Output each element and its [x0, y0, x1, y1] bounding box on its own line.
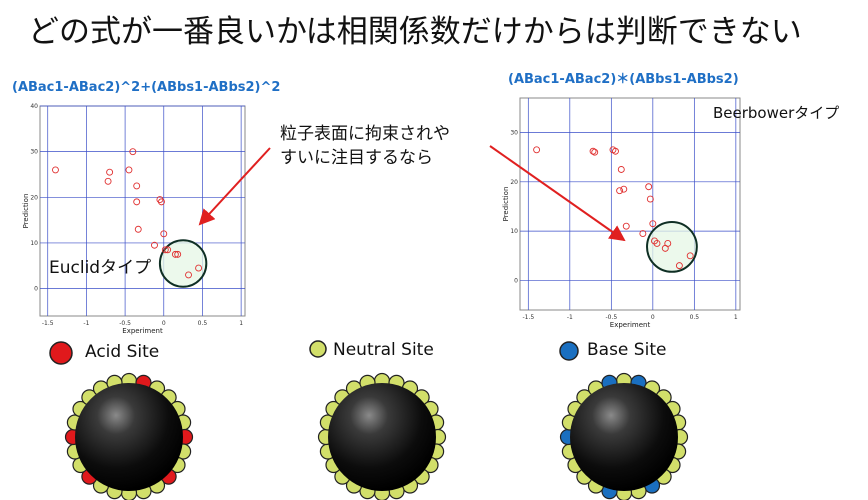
- y-tick-label: 30: [510, 130, 518, 137]
- arrow-left: [198, 147, 271, 226]
- y-tick-label: 30: [30, 149, 38, 156]
- data-point: [129, 148, 137, 156]
- neutral-site-label: Neutral Site: [333, 340, 434, 360]
- y-axis-label: Prediction: [22, 194, 30, 229]
- site-legend: [49, 340, 579, 365]
- data-point: [620, 185, 628, 193]
- callout-line-1: 粒子表面に拘束されや: [280, 124, 450, 144]
- x-tick-label: 1: [239, 320, 243, 327]
- data-point: [151, 241, 158, 249]
- particle-core: [570, 383, 678, 491]
- x-tick-label: -1.5: [522, 314, 534, 321]
- particles-layer: [64, 372, 689, 500]
- data-point: [675, 262, 683, 270]
- base-site-label: Base Site: [587, 340, 667, 360]
- data-point: [651, 237, 658, 245]
- x-tick-label: 0: [162, 320, 166, 327]
- x-tick-label: -1: [567, 314, 573, 321]
- data-point: [160, 230, 168, 238]
- x-axis-label: Experiment: [122, 327, 163, 335]
- data-point: [158, 198, 165, 206]
- y-tick-label: 10: [30, 240, 38, 247]
- data-point: [591, 148, 599, 156]
- y-tick-label: 0: [34, 286, 38, 293]
- data-point: [161, 246, 169, 254]
- x-tick-label: 0: [651, 314, 655, 321]
- data-point: [616, 187, 624, 195]
- arrow-right: [489, 145, 626, 242]
- x-tick-label: 0.5: [198, 320, 208, 327]
- data-point: [686, 252, 694, 260]
- beerbower-type-label: Beerbowerタイプ: [713, 104, 840, 122]
- x-tick-label: -1.5: [42, 320, 54, 327]
- acid-site-dot: [49, 341, 73, 365]
- data-point: [649, 220, 657, 228]
- data-point: [639, 230, 647, 238]
- y-axis-label: Prediction: [502, 187, 510, 222]
- data-point: [645, 183, 653, 191]
- acid-site-label: Acid Site: [85, 342, 160, 362]
- neutral-particle: [317, 372, 447, 500]
- particle-core: [75, 383, 183, 491]
- highlight-circle: [158, 239, 208, 288]
- base-site-dot: [559, 341, 579, 361]
- data-point: [164, 246, 172, 254]
- data-point: [589, 147, 597, 155]
- data-point: [653, 239, 661, 247]
- neutral-site-dot: [309, 340, 327, 358]
- y-tick-label: 20: [510, 179, 518, 186]
- chart2-title: (ABac1-ABac2)＊(ABbs1-ABbs2): [508, 72, 739, 87]
- particle-core: [328, 383, 436, 491]
- data-point: [106, 168, 114, 176]
- data-point: [646, 195, 654, 203]
- data-point: [104, 177, 112, 185]
- data-point: [612, 147, 619, 155]
- chart1-title: (ABac1-ABac2)^2+(ABbs1-ABbs2)^2: [12, 80, 281, 95]
- data-point: [185, 271, 192, 279]
- data-point: [125, 166, 133, 174]
- data-point: [171, 250, 179, 258]
- x-tick-label: 0.5: [690, 314, 700, 321]
- data-point: [664, 239, 672, 247]
- y-tick-label: 20: [30, 194, 38, 201]
- x-tick-label: -0.5: [605, 314, 617, 321]
- callout-line-2: すいに注目するなら: [280, 148, 433, 168]
- plot-area: [519, 97, 741, 311]
- euclid-type-label: Euclidタイプ: [49, 258, 152, 278]
- acid-particle: [64, 372, 194, 500]
- data-point: [52, 166, 59, 174]
- data-point: [533, 146, 541, 154]
- x-tick-label: -0.5: [119, 320, 131, 327]
- data-point: [174, 250, 182, 258]
- x-axis-label: Experiment: [610, 321, 651, 329]
- y-tick-label: 40: [30, 103, 38, 110]
- x-tick-label: 1: [734, 314, 738, 321]
- x-tick-label: -1: [83, 320, 89, 327]
- slide-title: どの式が一番良いかは相関係数だけからは判断できない: [28, 14, 802, 50]
- highlight-circle: [646, 220, 698, 273]
- callout-text: 粒子表面に拘束されや すいに注目するなら: [280, 122, 450, 170]
- data-point: [195, 264, 203, 272]
- data-point: [133, 182, 141, 190]
- y-tick-label: 0: [514, 277, 518, 284]
- data-point: [617, 166, 625, 173]
- data-point: [133, 198, 141, 206]
- data-point: [134, 225, 142, 233]
- y-tick-label: 10: [510, 228, 518, 235]
- base-particle: [559, 372, 689, 500]
